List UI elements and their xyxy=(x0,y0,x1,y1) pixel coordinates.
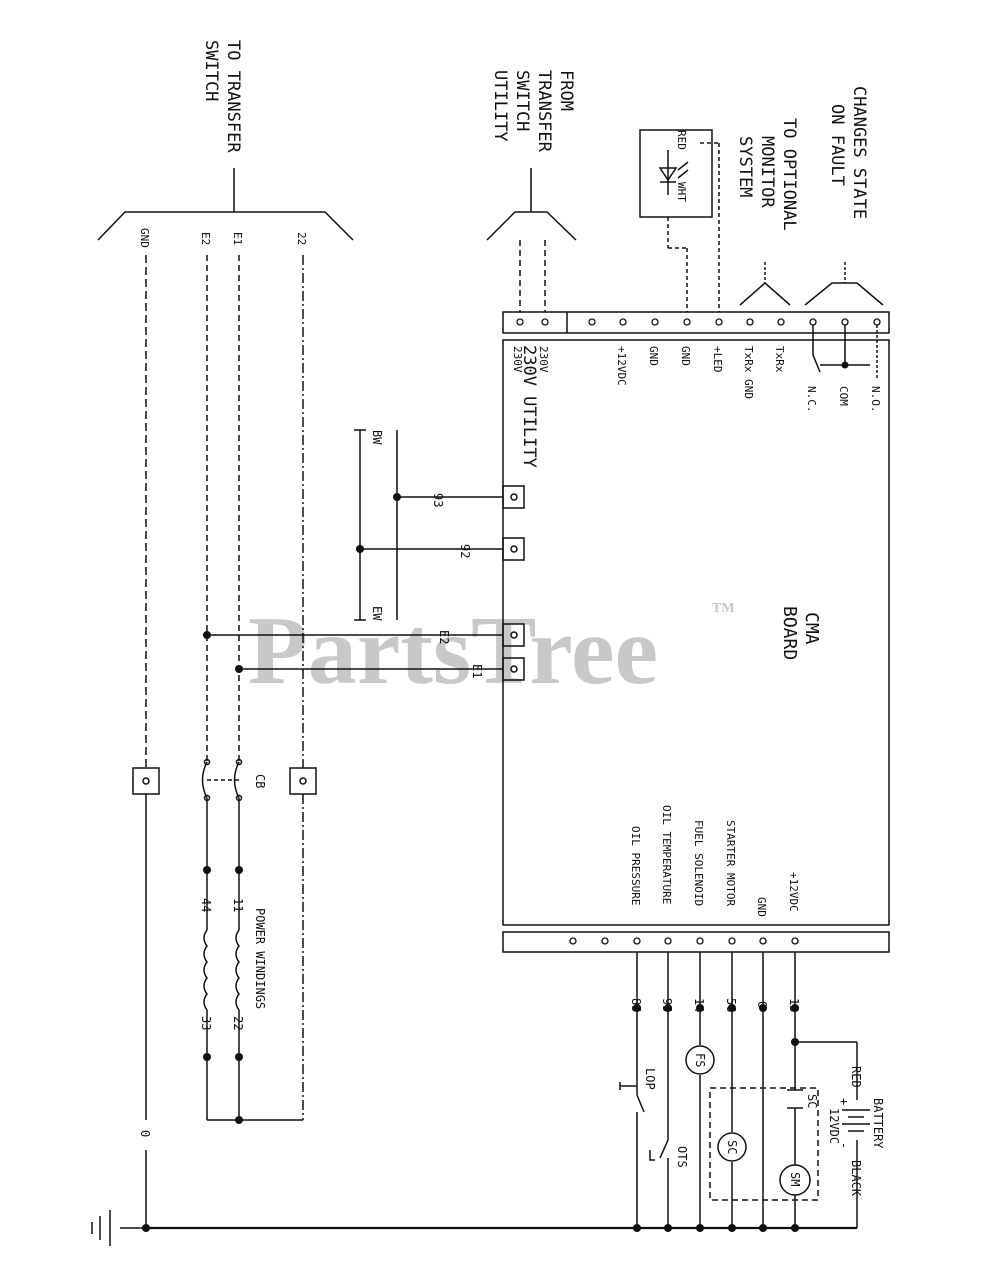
wire-gnd: GND xyxy=(138,228,151,248)
conn-92: 92 xyxy=(458,544,472,558)
bus-bw: BW xyxy=(370,430,384,445)
sc-relay-icon xyxy=(717,1132,747,1162)
header-from-2: TRANSFER xyxy=(534,70,554,153)
term-gnd-b: GND xyxy=(679,346,692,366)
term-oil-pressure: OIL PRESSURE xyxy=(629,826,642,905)
wire-e1: E1 xyxy=(231,232,244,245)
led-red-label: RED xyxy=(675,130,688,150)
header-monitor-2: MONITOR xyxy=(757,136,777,208)
ots-label: OTS xyxy=(675,1146,689,1168)
term-12vdc-b: +12VDC xyxy=(787,872,800,912)
board-utility: 230V UTILITY xyxy=(519,345,539,468)
watermark-tm: TM xyxy=(712,601,735,616)
battery-red: RED xyxy=(849,1066,863,1088)
header-changes-2: ON FAULT xyxy=(827,104,847,186)
bus-ew: EW xyxy=(370,606,384,621)
gnd-zero: 0 xyxy=(138,1130,152,1137)
battery-plus: + xyxy=(837,1098,851,1105)
header-to-transfer-2: SWITCH xyxy=(201,40,221,101)
term-gnd-a: GND xyxy=(647,346,660,366)
sm-motor-icon xyxy=(779,1164,811,1196)
wire-13: 13 xyxy=(787,998,801,1012)
battery-voltage: 12VDC xyxy=(827,1108,841,1144)
term-12vdc: +12VDC xyxy=(615,346,628,386)
watermark: PartsTree xyxy=(248,597,658,705)
wire-95: 95 xyxy=(660,998,674,1012)
header-monitor-1: TO OPTIONAL xyxy=(779,118,799,231)
wire-14: 14 xyxy=(692,998,706,1012)
power-windings-label: POWER WINDINGS xyxy=(253,908,267,1009)
wire-0: 0 xyxy=(755,1001,769,1008)
battery-minus: - xyxy=(837,1142,851,1149)
header-from-1: FROM xyxy=(556,70,576,111)
winding-22: 22 xyxy=(231,1016,245,1030)
wire-85: 85 xyxy=(629,998,643,1012)
top-terminal-strip xyxy=(502,311,890,334)
sm-label: SM xyxy=(788,1172,802,1186)
board-title: CMA xyxy=(801,612,822,645)
winding-11: 11 xyxy=(231,898,245,912)
header-changes-1: CHANGES STATE xyxy=(849,86,869,219)
header-monitor-3: SYSTEM xyxy=(735,136,755,197)
term-txrx-gnd: TxRx GND xyxy=(742,346,755,399)
term-no: N.O. xyxy=(869,386,882,413)
conn-e1: E1 xyxy=(470,664,484,678)
header-from-4: UTILITY xyxy=(490,70,510,142)
cb-label: CB xyxy=(253,774,267,788)
fs-label: FS xyxy=(693,1053,707,1067)
winding-44: 44 xyxy=(199,898,213,912)
term-230v-a: 230V xyxy=(511,346,524,373)
sc-relay-label: SC xyxy=(805,1094,819,1108)
conn-93: 93 xyxy=(431,493,445,507)
header-to-transfer-1: TO TRANSFER xyxy=(223,40,243,153)
term-fuel-solenoid: FUEL SOLENOID xyxy=(692,820,705,906)
term-txrx: TxRx xyxy=(773,346,786,373)
term-starter-motor: STARTER MOTOR xyxy=(724,820,737,906)
wire-22: 22 xyxy=(295,232,308,245)
board-subtitle: BOARD xyxy=(779,606,800,660)
led-wht-label: WHT xyxy=(675,182,688,202)
battery-black: BLACK xyxy=(849,1160,863,1197)
lop-label: LOP xyxy=(643,1068,657,1090)
winding-33: 33 xyxy=(199,1016,213,1030)
term-com: COM xyxy=(837,386,850,406)
conn-e2: E2 xyxy=(437,630,451,644)
term-230v-b: 230V xyxy=(537,346,550,373)
term-oil-temp: OIL TEMPERATURE xyxy=(660,805,673,904)
term-gnd: GND xyxy=(755,897,768,917)
term-led: +LED xyxy=(711,346,724,373)
header-from-3: SWITCH xyxy=(512,70,532,131)
wire-56: 56 xyxy=(724,998,738,1012)
sc-label: SC xyxy=(725,1140,739,1154)
wire-e2: E2 xyxy=(199,232,212,245)
bottom-terminal-strip xyxy=(502,931,890,953)
battery-label: BATTERY xyxy=(871,1098,885,1149)
term-nc: N.C. xyxy=(805,386,818,413)
fs-solenoid-icon xyxy=(685,1045,715,1075)
